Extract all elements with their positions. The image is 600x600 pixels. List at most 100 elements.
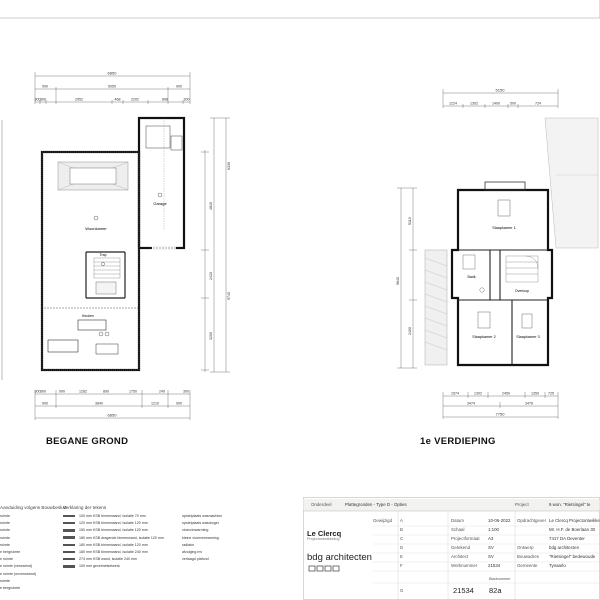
legend-swatch [63,543,75,547]
title-bladnummer-label: Bladnummer [489,577,511,581]
first-dim-bottom: 1350 [531,392,539,396]
ground-dim-right: 2410 [209,272,213,280]
ground-dim-bottom2: 300 [35,390,41,394]
legend-item-label: radiator [182,542,195,547]
title-row-label: Gewijzigd [373,518,393,523]
room-woonkamer: Woonkamer [85,226,107,231]
ground-dim-bottom: 1210 [151,402,159,406]
title-row-code: D [400,545,404,550]
ground-dim-top: 900 [42,85,48,89]
first-dim-top: 1224 [449,102,457,106]
legend-item: e bergruimte [0,550,20,554]
legend-swatch [63,529,75,532]
legend-item-label: e ruimte [0,557,13,562]
first-dim-top: 1302 [470,102,478,106]
title-project-label: Project [515,502,529,507]
legend-title-tekens: Verklaring der tekens [63,505,107,510]
ground-dim-right: 4810 [209,202,213,210]
ground-dim-top2: 300 [40,98,46,102]
ground-dim-bottom2: 300 [40,390,46,394]
legend-item-label: e ruimte (onverwarmd) [0,571,37,576]
ground-dim-top2: 2202 [131,98,139,102]
legend-swatch [63,565,75,568]
first-dim-top: 1400 [492,102,500,106]
first-dim-left: 5110 [408,217,412,225]
ground-dim-top2: 300 [35,98,41,102]
title-row-key: Projectformaat [451,536,480,541]
title-code-g: G [400,588,404,593]
legend-item-label: 180 mm KSB binnenwand, isolatie 120 mm [79,542,148,547]
legend-item-label: e ruimte (verwarmd) [0,564,33,569]
room-slaapkamer-2: Slaapkamer 2 [472,335,495,339]
legend-item-label: kleine vloerverwarming [182,535,219,540]
ground-floor-plan: 6850 900 5050 900 300 300 2952 468 2202 … [1,71,231,420]
legend-item: e ruimte (verwarmd) [0,564,32,568]
title-onderdeel-label: Onderdeel [311,502,332,507]
title-row-key: Werknummer [451,563,478,568]
ground-dim-bottom: 3840 [95,402,103,406]
legend-item: vloerverwarming [182,528,208,532]
ground-dim-right: 6330 [227,162,231,170]
title-bladnummer: 82a [489,586,502,595]
legend-item: 100 mm KSB binnenwand, isolatie 70 mm [63,514,146,518]
legend-item: ruimte [0,521,10,525]
ground-dim-bottom-total: 6850 [108,413,118,418]
legend-item: ruimte [0,528,10,532]
room-keuken: Keuken [82,314,94,318]
title-row-key2: Opdrachtgever [517,518,547,523]
first-floor-plan: 5150 1224 1302 1400 500 724 [396,88,599,419]
legend-item-label: ruimte [0,514,10,518]
legend-item-label: 150 mm KSB binnenwand, isolatie 120 mm [79,528,148,533]
legend-item: 274 mm KSB wand, isolatie 240 mm [63,557,137,561]
first-dim-top-total: 5150 [496,88,506,93]
title-row-code: F [400,563,403,568]
title-row-value2: Tynaarlo [549,563,566,568]
legend-item-label: 100 mm KSB binnenwand, isolatie 70 mm [79,514,146,518]
legend-item-label: opstelplaats wasmachine [182,514,223,518]
legend: Aanduiding volgens Bouwbesluit Verklarin… [0,497,300,597]
title-row-value: SV [488,545,494,550]
title-row-key: Architect [451,554,469,559]
ground-dim-bottom: 900 [42,402,48,406]
floor-plans-drawing: 6850 900 5050 900 300 300 2952 468 2202 … [0,0,600,420]
room-trap: Trap [99,253,106,257]
title-row-key2: Ontwerp [517,545,534,550]
legend-item: 180 mm KSB binnenwand, isolatie 120 mm [63,543,148,547]
first-dim-bottom: 725 [548,392,554,396]
room-badkamer: Badk. [468,275,477,279]
legend-item: e ruimte [0,557,13,561]
title-project-value: 9 won. "Rietsingel" te [549,502,591,507]
first-dim-bottom2: 3474 [467,402,475,406]
legend-item: ruimte [0,514,10,518]
title-row-value: 10-06-2022 [488,518,511,523]
ground-dim-right: 3200 [209,332,213,340]
ground-dim-bottom2: 240 [159,390,165,394]
title-row-value: 21534 [488,563,501,568]
legend-title-bouwbesluit: Aanduiding volgens Bouwbesluit [0,505,67,510]
legend-item-label: 180 mm KSB binnenwand, isolatie 240 mm [79,550,148,554]
legend-item: opstelplaats wasmachine [182,514,222,518]
legend-item-label: verlaagd plafond [182,557,209,562]
legend-item-label: e bergruimte [0,586,21,590]
title-row-key2: Bouwadres [517,554,539,559]
title-row-value2: Le Clercq Projectontwikkeling [549,518,600,523]
logo-le-clercq-sub: Projectontwikkeling [307,537,340,541]
ground-dim-top-total: 6850 [108,71,118,76]
first-dim-bottom2: 3476 [525,402,533,406]
first-dim-bottom-total: 7750 [496,412,506,417]
title-row-key: Schaal [451,527,465,532]
title-row-value2: Mr. H.F. de Boerlaan 30 [549,527,596,532]
legend-item: 100 mm gevelmetselwerk [63,564,120,568]
room-slaapkamer-3: Slaapkamer 3 [516,335,539,339]
legend-item-label: vloerverwarming [182,528,209,533]
title-row-value: 1:100 [488,527,499,532]
legend-item-label: afzuiging mv [182,550,203,554]
title-row-code: C [400,536,404,541]
legend-item: ruimte [0,543,10,547]
ground-dim-right: 9740 [227,292,231,300]
title-row-value2: 7417 DA Deventer [549,536,585,541]
room-overloop: Overloop [515,289,529,293]
legend-item-label: 120 mm KSB binnenwand, isolatie 120 mm [79,521,148,526]
legend-item-label: opstelplaats wasdroger [182,521,219,526]
